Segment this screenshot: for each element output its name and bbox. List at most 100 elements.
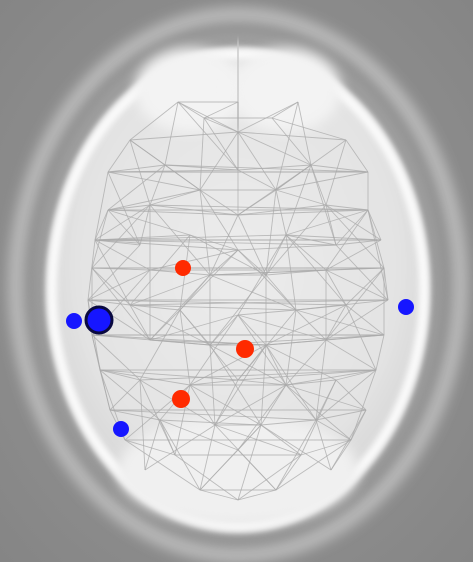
network-edge (265, 339, 327, 346)
network-edge (177, 101, 239, 171)
network-edge (265, 344, 317, 421)
network-edge (139, 309, 181, 381)
network-edge (335, 379, 367, 411)
network-edge (325, 204, 385, 269)
network-edge (237, 214, 267, 276)
network-edge (260, 384, 287, 426)
network-edge (129, 299, 389, 306)
network-edge (189, 384, 216, 426)
network-edge (124, 439, 176, 456)
network-edge (237, 314, 327, 341)
network-edge (99, 369, 141, 381)
network-edge (189, 314, 239, 386)
network-edge (237, 189, 277, 216)
network-edge (129, 304, 181, 311)
network-edge (237, 249, 267, 276)
network-edge (199, 117, 205, 191)
network-edge (94, 239, 131, 306)
network-edge (345, 304, 377, 371)
network-edge (109, 409, 161, 421)
skull-outline (8, 7, 468, 562)
network-edge (199, 449, 239, 491)
network-edge (199, 424, 216, 491)
network-edge (237, 309, 297, 316)
red-node-lower (172, 390, 190, 408)
network-edge (345, 139, 369, 173)
network-edge (325, 269, 347, 306)
network-edge (203, 117, 239, 133)
network-edge (129, 101, 179, 141)
network-edge (375, 334, 385, 371)
network-edge (159, 419, 176, 456)
network-edge (237, 131, 347, 141)
network-edge (275, 454, 302, 491)
blue-node-left-large (84, 305, 114, 335)
network-edge (285, 309, 297, 386)
network-edge (209, 314, 239, 346)
network-edge (164, 164, 369, 173)
network-edge (129, 139, 151, 206)
network-edge (325, 339, 377, 371)
network-edge (300, 379, 337, 456)
network-edge (107, 139, 131, 173)
network-edge (99, 369, 191, 386)
network-edge (109, 409, 317, 421)
network-edge (265, 269, 327, 276)
network-edge (310, 164, 369, 173)
network-edge (265, 304, 347, 346)
network-edge (275, 439, 352, 491)
network-edge (129, 304, 151, 341)
network-edge (99, 369, 239, 381)
network-edge (345, 267, 385, 306)
network-edge (129, 304, 211, 346)
network-edge (300, 439, 352, 456)
network-edge (203, 117, 239, 171)
network-edge (214, 379, 239, 426)
network-edge (179, 309, 191, 386)
network-edge (315, 369, 377, 421)
network-edge (149, 204, 369, 211)
network-edge (295, 309, 385, 336)
network-edge (91, 209, 109, 269)
network-edge (285, 234, 327, 271)
network-edge (129, 304, 297, 311)
network-edge (94, 239, 239, 251)
network-edge (199, 189, 211, 276)
network-edge (189, 379, 239, 386)
network-edge (87, 299, 131, 306)
network-edge (367, 209, 389, 301)
red-node-upper (175, 260, 191, 276)
blue-node-lower-left (113, 421, 129, 437)
network-edge (87, 239, 96, 301)
network-edge (285, 234, 382, 241)
network-edge (94, 239, 151, 271)
network-edge (164, 164, 201, 191)
network-edge (315, 339, 327, 421)
network-edge (325, 299, 389, 341)
network-edge (149, 249, 239, 271)
network-edge (367, 209, 382, 241)
network-edge (285, 339, 327, 386)
network-edge (315, 419, 352, 441)
network-edge (174, 454, 239, 501)
right-frontal-lobe (231, 48, 341, 132)
network-edge (109, 379, 141, 411)
network-edge (271, 117, 312, 166)
network-edge (325, 139, 347, 206)
network-edge (325, 204, 382, 241)
network-edge (237, 164, 312, 171)
network-edge (315, 409, 367, 421)
network-edge (285, 369, 377, 386)
network-edge (199, 189, 239, 216)
network-edge (275, 171, 369, 191)
network-edge (260, 419, 317, 426)
network-edge (159, 419, 262, 426)
network-edge (335, 244, 389, 301)
network-edge (237, 244, 337, 251)
red-node-middle (236, 340, 254, 358)
network-edge (149, 314, 239, 341)
network-edge (285, 384, 317, 421)
network-edge (383, 267, 389, 301)
network-edge (94, 171, 109, 241)
